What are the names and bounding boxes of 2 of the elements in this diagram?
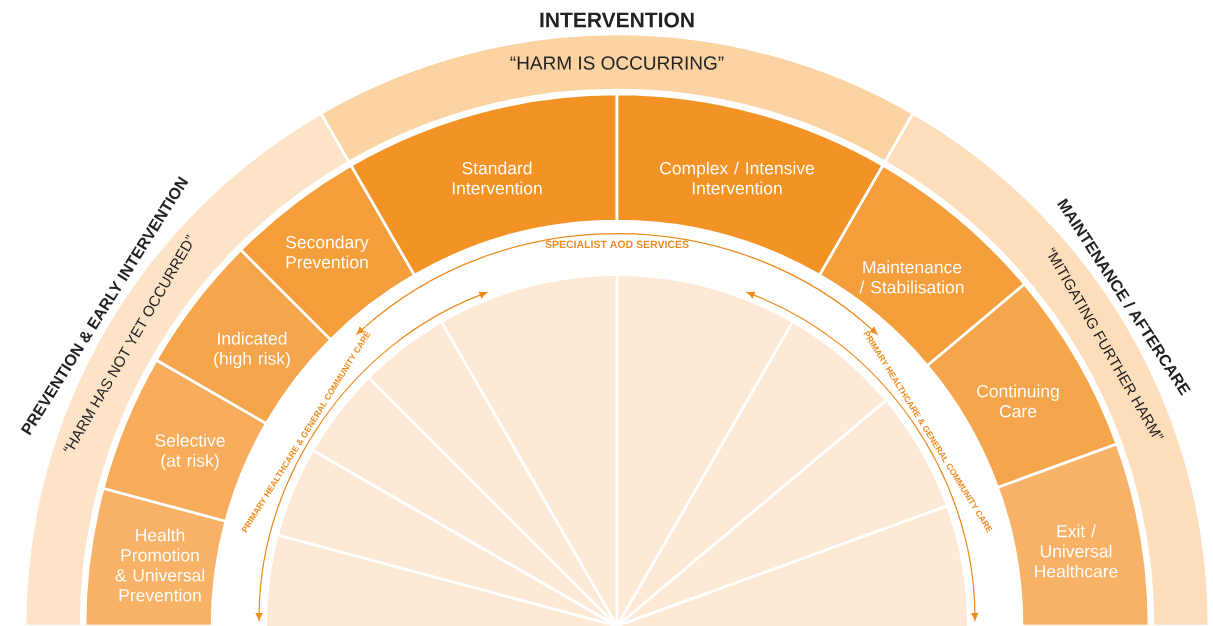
wheel-segment: Exit / Universal Healthcare: [996, 442, 1151, 626]
section-heading: INTERVENTION: [540, 12, 694, 28]
